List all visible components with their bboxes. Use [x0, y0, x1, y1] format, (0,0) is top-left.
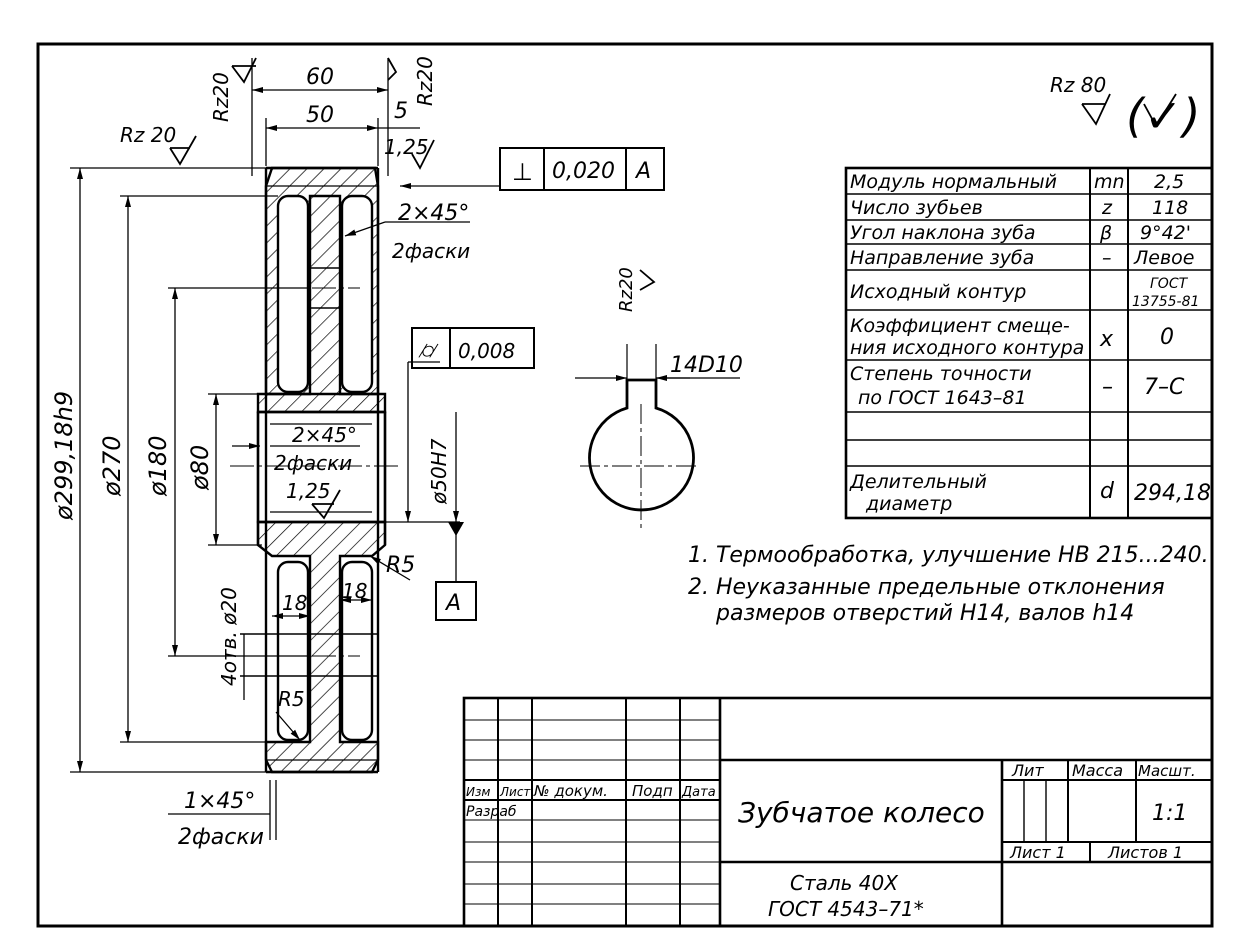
param-name: Направление зуба	[850, 247, 1034, 269]
param-sym: –	[1102, 247, 1112, 269]
dim-chamfer-top-note: 2фаски	[392, 239, 470, 263]
roughness-general-mark: (✓)	[1126, 89, 1200, 143]
tb-hdr-podp: Подп	[632, 782, 673, 800]
dim-chamfer-top: 2×45°	[398, 201, 469, 226]
tb-material-2: ГОСТ 4543–71*	[768, 897, 924, 921]
param-name-2: ния исходного контура	[850, 337, 1084, 359]
perp-value: 0,020	[552, 159, 615, 184]
tb-material-1: Сталь 40Х	[790, 871, 899, 895]
roughness-marks	[169, 57, 1177, 520]
param-value-2: 13755-81	[1132, 294, 1199, 310]
dim-50h7: ø50H7	[427, 438, 451, 505]
dim-18-left: 18	[282, 591, 307, 615]
param-value: 294,18	[1134, 481, 1211, 506]
dim-60: 60	[306, 65, 334, 90]
pocket-bottom-left	[276, 560, 310, 742]
roughness-rz20-keyway: Rz20	[616, 267, 637, 312]
tb-hdr-doc: № докум.	[533, 782, 608, 800]
param-value: 9°42'	[1140, 222, 1191, 244]
param-value: 7–С	[1144, 375, 1185, 400]
cyl-symbol: ⌭	[418, 336, 439, 364]
note-line: размеров отверстий Н14, валов h14	[715, 601, 1134, 626]
tb-hdr-date: Дата	[681, 785, 716, 800]
param-value: Левое	[1133, 247, 1195, 269]
dim-125-top: 1,25	[384, 135, 429, 159]
param-value: ГОСТ	[1150, 276, 1189, 292]
param-sym: x	[1099, 327, 1114, 352]
dim-chamfer-bottom-note: 2фаски	[178, 825, 264, 850]
param-sym: mn	[1094, 171, 1125, 193]
param-name: Число зубьев	[850, 197, 983, 219]
tolerance-frame-cylindricity	[411, 327, 535, 369]
tb-scale-hdr: Масшт.	[1138, 762, 1196, 780]
pocket-top-left	[276, 194, 310, 394]
gear-section-view	[230, 166, 400, 774]
param-name-2: по ГОСТ 1643–81	[858, 387, 1027, 409]
dim-80: ø80	[186, 445, 214, 491]
param-name: Делительный	[849, 471, 987, 493]
roughness-rz20-side: Rz 20	[120, 123, 176, 147]
perp-datum: A	[634, 159, 651, 184]
keyway-section	[575, 344, 740, 530]
roughness-rz80-general: Rz 80	[1050, 73, 1106, 97]
params-table: Модуль нормальный mn 2,5 Число зубьев z …	[849, 171, 1211, 515]
dim-r5-left: R5	[278, 687, 305, 711]
param-sym: z	[1101, 197, 1113, 219]
param-name: Исходный контур	[850, 281, 1026, 303]
dim-chamfer-mid: 2×45°	[292, 423, 357, 447]
dim-50: 50	[306, 103, 334, 128]
pocket-top-right	[340, 194, 374, 394]
dimension-lines	[70, 58, 501, 840]
tb-razrab: Разраб	[466, 804, 517, 820]
perp-symbol: ⊥	[512, 158, 533, 186]
datum-label-a: A	[444, 591, 461, 616]
roughness-rz20-left-top: Rz20	[209, 72, 233, 122]
param-name: Угол наклона зуба	[850, 222, 1036, 244]
tb-part-name: Зубчатое колесо	[738, 796, 985, 829]
dim-180: ø180	[144, 436, 172, 498]
roughness-rz20-right-top: Rz20	[413, 56, 437, 106]
dim-keyway: 14D10	[670, 353, 743, 378]
title-block: Изм Лист № докум. Подп Дата Разраб Зубча…	[466, 761, 1196, 921]
param-value: 0	[1160, 325, 1174, 350]
dim-r5-right: R5	[386, 553, 415, 578]
param-name: Модуль нормальный	[850, 171, 1057, 193]
technical-notes: 1. Термообработка, улучшение НВ 215...24…	[688, 543, 1209, 626]
note-line: 2. Неуказанные предельные отклонения	[688, 575, 1165, 600]
tb-hdr-list: Лист	[499, 785, 531, 799]
param-value: 2,5	[1154, 171, 1184, 193]
tb-lit: Лит	[1011, 761, 1044, 780]
dim-18-right: 18	[342, 579, 367, 603]
param-value: 118	[1152, 197, 1188, 219]
param-name-2: диаметр	[865, 493, 952, 515]
tb-hdr-izm: Изм	[466, 785, 490, 799]
dim-outer-diameter: ø299,18h9	[50, 391, 78, 521]
dim-holes: 4отв. ø20	[217, 587, 241, 686]
tb-scale: 1:1	[1152, 801, 1187, 826]
param-name: Степень точности	[850, 363, 1032, 385]
dim-5: 5	[394, 99, 408, 124]
tb-sheet: Лист 1	[1009, 843, 1066, 862]
param-sym: –	[1102, 375, 1113, 400]
param-name: Коэффициент смеще-	[850, 315, 1070, 337]
param-sym: β	[1099, 222, 1112, 244]
param-sym: d	[1100, 479, 1115, 504]
datum-box-a	[435, 581, 477, 621]
note-line: 1. Термообработка, улучшение НВ 215...24…	[688, 543, 1209, 568]
tb-sheets: Листов 1	[1107, 843, 1183, 862]
cyl-value: 0,008	[458, 339, 515, 363]
params-table-grid	[844, 166, 1214, 520]
dim-chamfer-mid-note: 2фаски	[274, 451, 352, 475]
pocket-bottom-right	[340, 560, 374, 742]
dim-270: ø270	[98, 436, 126, 498]
tb-mass: Масса	[1072, 761, 1123, 780]
tolerance-frame-perpendicularity	[499, 147, 665, 191]
dim-chamfer-bottom: 1×45°	[184, 789, 255, 814]
dim-125-mid: 1,25	[286, 479, 331, 503]
title-block-grid	[462, 696, 1214, 928]
